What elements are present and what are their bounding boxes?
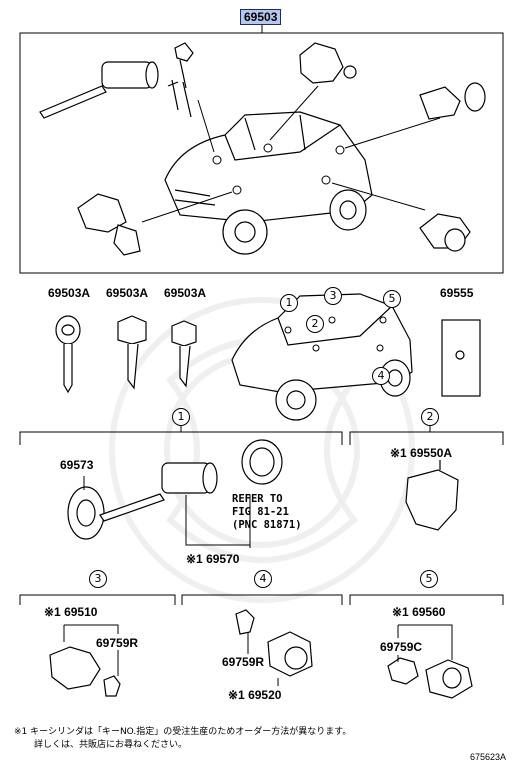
top-right-parts (299, 42, 486, 252)
key2-part-label[interactable]: 69503A (106, 286, 149, 300)
car-callout-1: 1 (280, 294, 298, 312)
section3-part-a-label[interactable]: ※1 69510 (44, 605, 98, 619)
car-callout-5: 5 (383, 290, 401, 308)
footnote-line-2: 詳しくは、共販店にお尋ねください。 (34, 740, 188, 750)
refer-line-1: REFER TO (232, 493, 283, 505)
key3-part-label[interactable]: 69503A (164, 286, 207, 300)
section3-part-b-label[interactable]: 69759R (96, 636, 139, 650)
section3-parts (49, 646, 121, 697)
section4-part-a-label[interactable]: 69759R (222, 655, 265, 669)
key-illustrations (55, 315, 197, 394)
refer-line-3: (PNC 81871) (232, 519, 302, 531)
section1-parts (67, 439, 283, 540)
section2-part-label[interactable]: ※1 69550A (390, 446, 453, 460)
assembly-frame (19, 25, 504, 274)
top-left-lock (77, 193, 141, 256)
top-cylinder-keys (39, 42, 194, 119)
section5-part-a-label[interactable]: ※1 69560 (392, 605, 446, 619)
key1-part-label[interactable]: 69503A (48, 286, 91, 300)
car-callout-4: 4 (372, 367, 390, 385)
section1-part-a-label[interactable]: 69573 (60, 458, 94, 472)
section-marker-3: 3 (89, 570, 107, 588)
section5-part-b-label[interactable]: 69759C (380, 640, 423, 654)
section-marker-5: 5 (420, 570, 438, 588)
car-callout-3: 3 (324, 287, 342, 305)
car-callout-2: 2 (306, 315, 324, 333)
section-marker-2: 2 (421, 408, 439, 426)
refer-line-2: FIG 81-21 (232, 506, 289, 518)
section2-part (405, 460, 459, 531)
plate-part-label[interactable]: 69555 (440, 286, 474, 300)
section1-part-b-label[interactable]: ※1 69570 (186, 552, 240, 566)
section-marker-1: 1 (172, 408, 190, 426)
section4-parts (235, 609, 313, 677)
footnote-line-1: ※1 キーシリンダは「キーNO.指定」の受注生産のためオーダー方法が異なります。 (14, 727, 352, 737)
section-marker-4: 4 (254, 570, 272, 588)
section5-parts (387, 657, 473, 699)
section4-part-b-label[interactable]: ※1 69520 (228, 688, 282, 702)
top-car-illustration (164, 111, 373, 255)
plate-69555-illustration (441, 319, 481, 397)
middle-car-illustration (231, 293, 413, 421)
figure-code: 675623A (470, 752, 507, 762)
assembly-part-label[interactable]: 69503 (240, 9, 282, 25)
